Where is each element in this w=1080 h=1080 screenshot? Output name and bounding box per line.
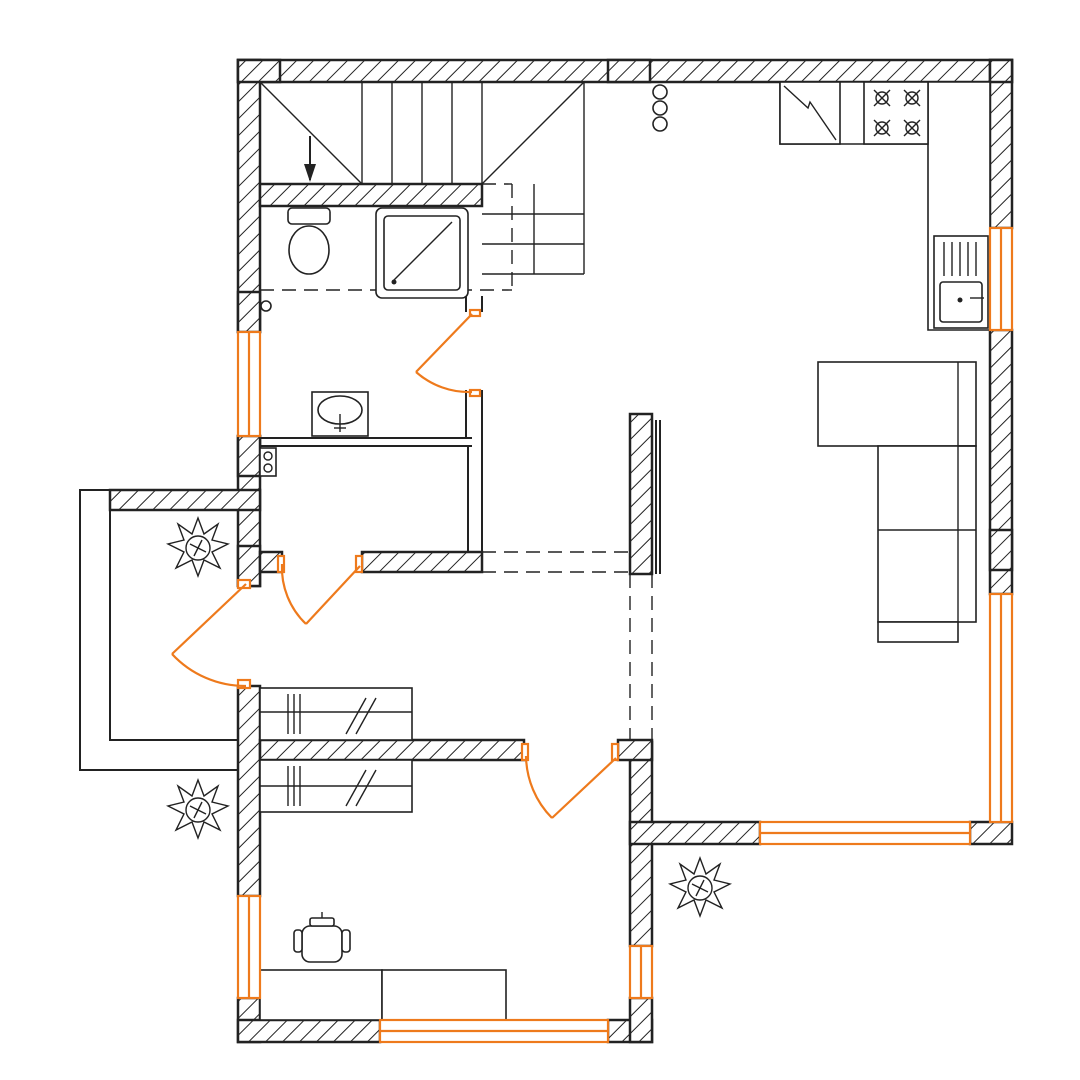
- door-bedroom: [520, 742, 620, 819]
- sofa-icon: [817, 361, 977, 643]
- plant-icon: [667, 856, 733, 918]
- windows: [236, 226, 1014, 1044]
- kitchen-sink-icon: [933, 235, 989, 329]
- wall-right-upper: [988, 58, 1014, 230]
- door-storage: [276, 554, 364, 625]
- staircase-icon: [259, 81, 585, 291]
- plant-icon: [165, 516, 231, 578]
- wall-left-lower: [236, 684, 262, 898]
- wall-bedroom-top: [258, 738, 526, 762]
- boiler-icon: [259, 447, 277, 477]
- wardrobe-icon: [259, 759, 413, 813]
- porch: [79, 489, 238, 771]
- wardrobe-icon: [259, 687, 413, 741]
- desk-icon: [259, 969, 507, 1021]
- wall-corner-br: [968, 820, 1014, 846]
- wall-stair-bath: [258, 182, 484, 208]
- wall-step: [628, 820, 762, 846]
- toilet-icon: [287, 207, 331, 275]
- wall-storage-bottom: [360, 550, 484, 574]
- pipe-icon: [260, 300, 272, 312]
- office-chair-icon: [293, 912, 351, 963]
- door-bathroom: [415, 308, 482, 398]
- door-entrance: [171, 578, 252, 690]
- plant-icon: [165, 778, 231, 840]
- columns: [236, 58, 1014, 588]
- wall-bedroom-right-low: [628, 996, 654, 1044]
- doors: [171, 308, 620, 819]
- wall-bottom-left: [236, 1018, 382, 1044]
- wall-partition: [628, 412, 654, 576]
- shower-icon: [375, 207, 469, 299]
- washbasin-icon: [311, 391, 369, 437]
- wall-porch-top: [108, 488, 262, 512]
- stove-icon: [863, 81, 929, 145]
